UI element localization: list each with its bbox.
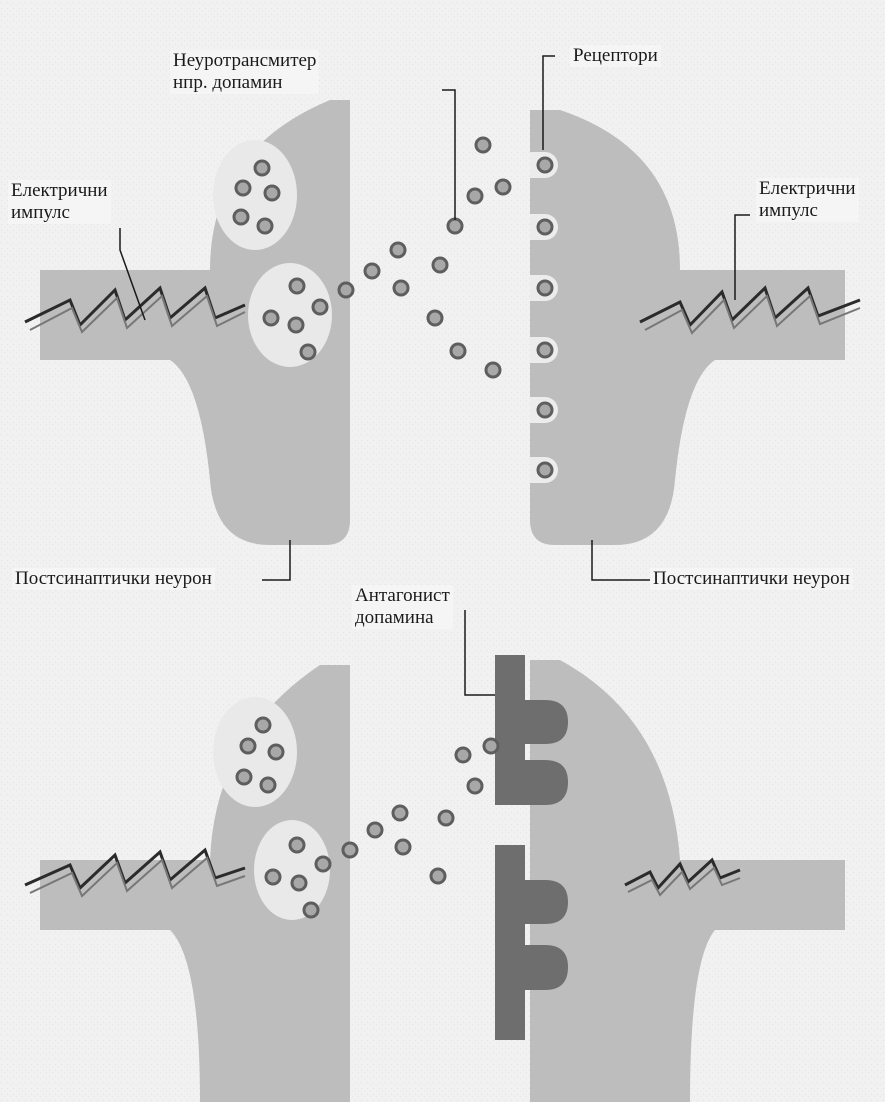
label-neurotransmitter: Неуротрансмитер нпр. допамин [170, 50, 319, 94]
label-impulse-right: Електрични импулс [756, 178, 859, 222]
label-impulse-left: Електрични импулс [8, 180, 111, 224]
label-postsynaptic-right: Постсинаптички неурон [650, 568, 853, 590]
vesicle-top-upper [213, 140, 297, 250]
label-antagonist: Антагонист допамина [352, 585, 453, 629]
label-postsynaptic-left: Постсинаптички неурон [12, 568, 215, 590]
label-receptors: Рецептори [570, 45, 661, 67]
